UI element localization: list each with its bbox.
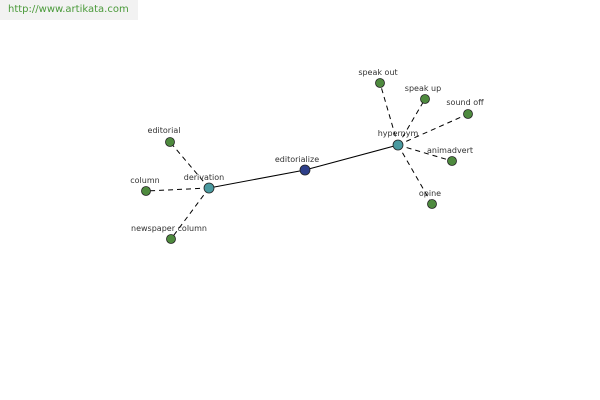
node-label-editorialize: editorialize	[275, 155, 319, 164]
node-label-derivation: derivation	[184, 173, 224, 182]
node-column[interactable]	[141, 186, 151, 196]
node-label-newspaper-column: newspaper column	[131, 224, 207, 233]
node-sound-off[interactable]	[463, 109, 473, 119]
edge-hypernym-animadvert	[397, 144, 453, 162]
edge-derivation-editorial	[169, 141, 210, 189]
node-hypernym[interactable]	[392, 139, 404, 151]
node-label-column: column	[130, 176, 159, 185]
edges-layer	[145, 82, 469, 240]
node-speak-up[interactable]	[420, 94, 430, 104]
edge-derivation-newspaper-column	[170, 187, 210, 240]
node-label-opine: opine	[419, 189, 441, 198]
node-label-sound-off: sound off	[446, 98, 484, 107]
node-label-speak-up: speak up	[405, 84, 441, 93]
nodes-layer	[141, 78, 473, 244]
node-speak-out[interactable]	[375, 78, 385, 88]
labels-layer: editorialize derivation hypernym editorial c…	[130, 68, 484, 233]
site-url-watermark: http://www.artikata.com	[0, 0, 138, 20]
node-newspaper-column[interactable]	[166, 234, 176, 244]
edge-hypernym-sound-off	[397, 113, 469, 146]
edge-hypernym-speak-up	[397, 98, 426, 146]
edge-editorialize-hypernym	[304, 144, 399, 171]
node-editorialize[interactable]	[299, 164, 311, 176]
edge-hypernym-opine	[397, 144, 433, 205]
node-label-hypernym: hypernym	[378, 129, 419, 138]
node-label-editorial: editorial	[148, 126, 181, 135]
node-editorial[interactable]	[165, 137, 175, 147]
node-label-animadvert: animadvert	[427, 146, 473, 155]
node-animadvert[interactable]	[447, 156, 457, 166]
node-label-speak-out: speak out	[358, 68, 397, 77]
edge-derivation-column	[145, 187, 210, 192]
edge-editorialize-derivation	[208, 169, 306, 189]
edge-hypernym-speak-out	[379, 82, 399, 146]
node-opine[interactable]	[427, 199, 437, 209]
node-derivation[interactable]	[203, 182, 215, 194]
